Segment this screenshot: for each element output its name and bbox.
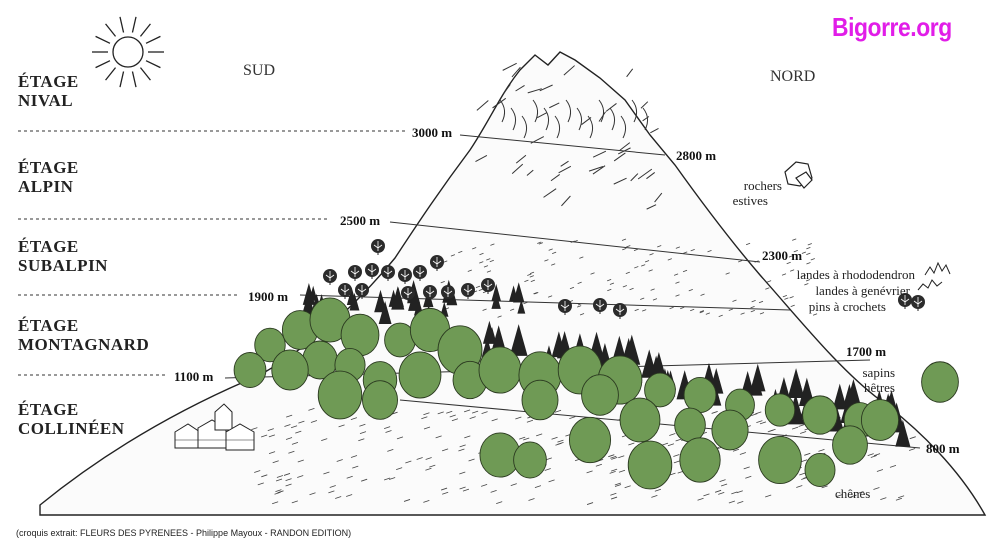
stage-label-subalpin: ÉTAGESUBALPIN — [18, 237, 108, 275]
veg-beeches: hêtres — [850, 380, 895, 395]
veg-oaks: chênes — [835, 486, 890, 501]
stage-label-nival: ÉTAGENIVAL — [18, 72, 79, 110]
rocks-icon — [785, 162, 812, 188]
altitude-south-1900: 1900 m — [248, 289, 288, 305]
altitude-south-1100: 1100 m — [174, 369, 213, 385]
altitude-north-800: 800 m — [926, 441, 960, 457]
veg-hook-pines: pins à crochets — [775, 299, 886, 314]
north-label: NORD — [770, 68, 815, 86]
credit-caption: (croquis extrait: FLEURS DES PYRENEES - … — [16, 528, 351, 538]
stage-label-montagnard: ÉTAGEMONTAGNARD — [18, 316, 149, 354]
stage-label-alpin: ÉTAGEALPIN — [18, 158, 79, 196]
altitude-north-1700: 1700 m — [846, 344, 886, 360]
veg-summer-pastures: estives — [718, 193, 768, 208]
veg-juniper: landes à genévrier — [770, 283, 910, 298]
south-label: SUD — [243, 62, 275, 80]
veg-rocks: rochers — [722, 178, 782, 193]
altitude-north-2300: 2300 m — [762, 248, 802, 264]
brand-logo: Bigorre.org — [832, 12, 952, 43]
altitude-south-3000: 3000 m — [412, 125, 452, 141]
altitude-south-2500: 2500 m — [340, 213, 380, 229]
heath-icon — [925, 263, 950, 275]
veg-rhododendron: landes à rhododendron — [760, 267, 915, 282]
stage-label-collineen: ÉTAGECOLLINÉEN — [18, 400, 125, 438]
altitude-north-2800: 2800 m — [676, 148, 716, 164]
veg-firs: sapins — [850, 365, 895, 380]
sun-icon — [92, 17, 164, 87]
